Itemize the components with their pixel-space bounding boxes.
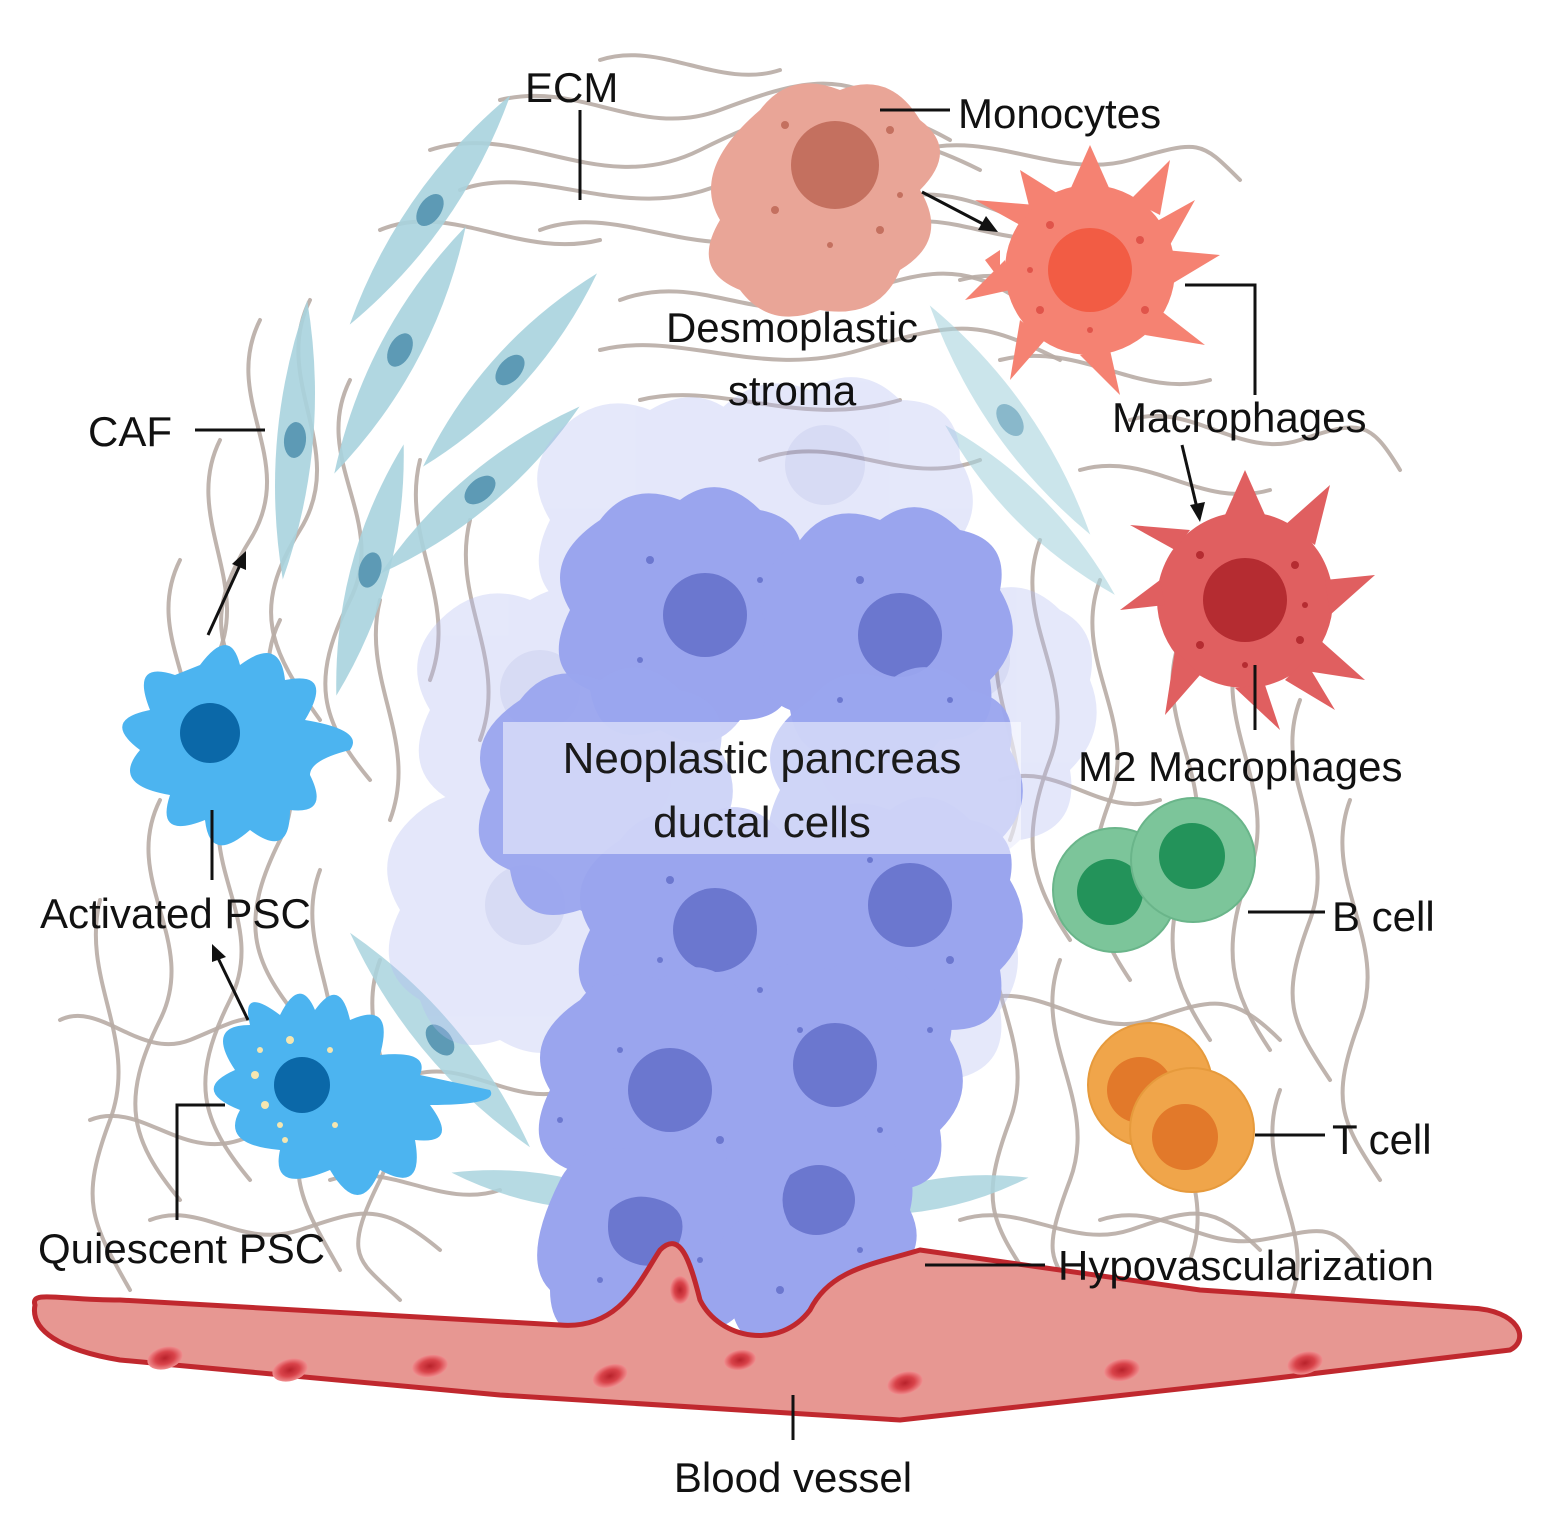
label-desmoplastic-line2: stroma <box>728 367 857 414</box>
red-blood-cells <box>147 1276 1323 1395</box>
caf-cell <box>945 425 1115 595</box>
quiescent-psc-cell <box>213 993 492 1195</box>
caf-cell <box>334 226 466 474</box>
label-macrophages: Macrophages <box>1112 394 1366 441</box>
caf-cells <box>275 95 1115 1215</box>
caf-cell <box>380 406 580 574</box>
macrophage-cell <box>965 145 1220 395</box>
label-t-cell: T cell <box>1332 1116 1432 1163</box>
caf-cell <box>349 95 511 325</box>
caf-cell <box>275 300 315 580</box>
leader-lines <box>175 108 1325 1440</box>
red-blood-cell <box>272 1358 308 1382</box>
caf-cell <box>336 444 404 696</box>
red-blood-cell <box>887 1371 923 1395</box>
labels: ECM Monocytes Desmoplastic stroma CAF Ma… <box>38 64 1435 1501</box>
caf-cell <box>929 305 1091 535</box>
neoplastic-ductal-cells <box>387 377 1097 1354</box>
red-blood-cell <box>1287 1351 1323 1375</box>
b-cells <box>1052 797 1256 953</box>
label-monocytes: Monocytes <box>958 90 1161 137</box>
label-activated-psc: Activated PSC <box>40 890 311 937</box>
label-neoplastic-line2: ductal cells <box>653 798 871 847</box>
label-quiescent-psc: Quiescent PSC <box>38 1225 325 1272</box>
arrow-quiescent-to-activated <box>212 944 250 1021</box>
activated-psc-cell <box>122 645 353 846</box>
red-blood-cell <box>670 1276 690 1304</box>
red-blood-cell <box>1104 1358 1140 1382</box>
label-neoplastic-line1: Neoplastic pancreas <box>563 734 962 783</box>
blood-vessel <box>31 1241 1522 1423</box>
label-hypovascularization: Hypovascularization <box>1058 1242 1434 1289</box>
label-desmoplastic-line1: Desmoplastic <box>666 304 918 351</box>
label-b-cell: B cell <box>1332 893 1435 940</box>
arrow-activated-to-caf <box>206 551 246 636</box>
arrows <box>206 190 1205 1021</box>
label-ecm: ECM <box>525 64 618 111</box>
red-blood-cell <box>592 1363 628 1389</box>
t-cells <box>1087 1022 1255 1193</box>
arrow-macrophages-to-m2 <box>1180 444 1205 522</box>
arrow-monocyte-to-macrophage <box>921 190 998 232</box>
neoplastic-label-box <box>503 722 1021 854</box>
red-blood-cell <box>147 1346 183 1370</box>
red-blood-cell <box>412 1354 448 1378</box>
caf-cell <box>423 273 597 467</box>
m2-macrophage-cell <box>1120 470 1375 730</box>
label-caf: CAF <box>88 408 172 455</box>
monocyte-cell <box>708 83 940 317</box>
label-m2-macrophages: M2 Macrophages <box>1078 743 1403 790</box>
label-blood-vessel: Blood vessel <box>674 1454 912 1501</box>
red-blood-cell <box>724 1349 756 1371</box>
